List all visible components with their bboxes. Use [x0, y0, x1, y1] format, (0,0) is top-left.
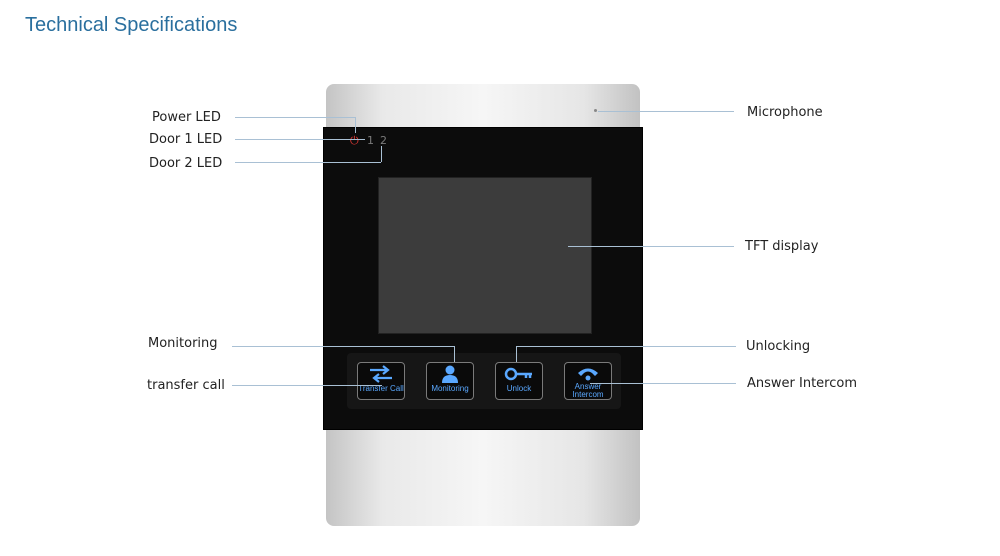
door-2-led-callout-drop	[381, 146, 382, 162]
power-led-label: Power LED	[152, 110, 221, 125]
page-title: Technical Specifications	[25, 14, 238, 36]
monitoring-callout-line	[232, 346, 454, 347]
monitoring-caption: Monitoring	[431, 384, 469, 393]
key-icon	[504, 363, 534, 385]
power-led-callout-drop	[355, 117, 356, 133]
answer-caption-line1: Answer	[574, 382, 602, 391]
answer-intercom-caption: Answer Intercom	[572, 383, 603, 399]
monitoring-button[interactable]: Monitoring	[426, 362, 474, 400]
door-2-led: 2	[380, 134, 387, 147]
microphone-label: Microphone	[747, 105, 823, 120]
unlocking-callout-line	[516, 346, 736, 347]
monitoring-label: Monitoring	[148, 336, 218, 351]
transfer-call-callout-line	[232, 385, 382, 386]
door-2-led-label: Door 2 LED	[149, 156, 223, 171]
unlock-caption: Unlock	[506, 384, 532, 393]
answer-caption-line2: Intercom	[572, 390, 604, 399]
tft-display	[378, 177, 592, 334]
power-led-callout-line	[235, 117, 355, 118]
arrows-exchange-icon	[368, 363, 394, 385]
person-icon	[440, 363, 460, 385]
door-1-led: 1	[367, 134, 374, 147]
tft-display-label: TFT display	[745, 239, 819, 254]
unlocking-callout-drop	[516, 346, 517, 362]
transfer-call-caption: Transfer Call	[358, 384, 404, 393]
door-1-led-label: Door 1 LED	[149, 132, 223, 147]
answer-intercom-label: Answer Intercom	[747, 376, 858, 391]
door-1-led-callout-line	[235, 139, 365, 140]
door-2-led-callout-line	[235, 162, 381, 163]
transfer-call-button[interactable]: Transfer Call	[357, 362, 405, 400]
power-led-icon: ⏻	[350, 134, 359, 147]
monitoring-callout-drop	[454, 346, 455, 362]
answer-intercom-button[interactable]: Answer Intercom	[564, 362, 612, 400]
unlocking-label: Unlocking	[746, 339, 811, 354]
microphone-hole	[594, 109, 597, 112]
answer-intercom-callout-line	[590, 383, 736, 384]
transfer-call-label: transfer call	[147, 378, 225, 393]
unlock-button[interactable]: Unlock	[495, 362, 543, 400]
microphone-callout-line	[598, 111, 734, 112]
tft-display-callout-line	[568, 246, 734, 247]
phone-icon	[576, 363, 600, 383]
